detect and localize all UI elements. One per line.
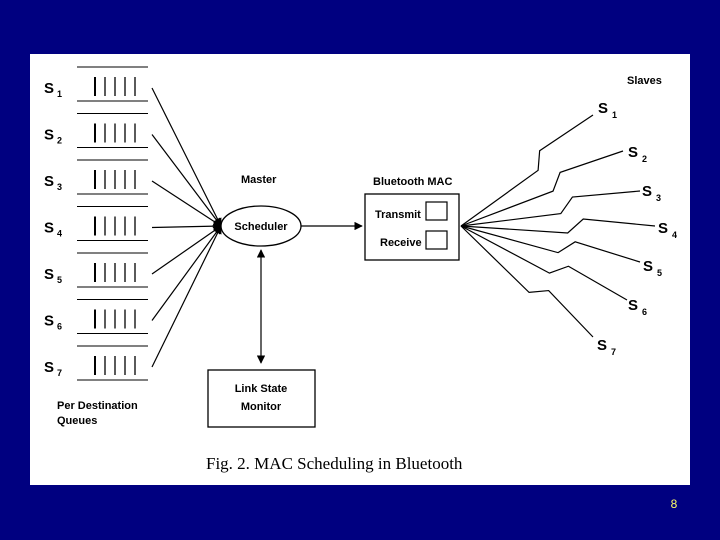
queue-label: S <box>44 266 54 283</box>
queue-label-index: 5 <box>57 275 62 285</box>
queues-label-line1: Per Destination <box>57 400 138 412</box>
receive-box <box>425 230 448 250</box>
slave-link-3 <box>460 190 641 227</box>
slave-link-6 <box>460 225 628 301</box>
slave-label: S <box>597 337 607 354</box>
slave-label: S <box>598 100 608 117</box>
queue-arrow <box>151 87 222 227</box>
monitor-label-line1: Link State <box>235 383 288 395</box>
slaves-label: Slaves <box>627 75 662 87</box>
queue-arrow <box>151 225 222 321</box>
slave-label: S <box>628 297 638 314</box>
transmit-box <box>425 201 448 221</box>
slave-label-index: 7 <box>611 347 616 357</box>
slave-link-1 <box>460 114 594 227</box>
slave-label-index: 5 <box>657 268 662 278</box>
slave-label-index: 6 <box>642 307 647 317</box>
slave-link-7 <box>460 225 594 338</box>
slave-label-index: 3 <box>656 193 661 203</box>
figure-caption: Fig. 2. MAC Scheduling in Bluetooth <box>206 454 463 473</box>
scheduler-label: Scheduler <box>234 221 288 233</box>
queue-arrows <box>151 87 222 368</box>
slave-label-index: 2 <box>642 154 647 164</box>
queue-label-index: 4 <box>57 229 62 239</box>
queue-label: S <box>44 359 54 376</box>
link-state-monitor-box <box>207 369 316 428</box>
queue-arrow <box>151 134 222 227</box>
slave-label-index: 1 <box>612 110 617 120</box>
slave-link-5 <box>460 225 641 263</box>
queues-label-line2: Queues <box>57 415 97 427</box>
slave-label: S <box>658 220 668 237</box>
queue-label: S <box>44 313 54 330</box>
queue-label-index: 3 <box>57 182 62 192</box>
slide-number: 8 <box>670 497 678 511</box>
slave-label: S <box>642 183 652 200</box>
queue-label-index: 1 <box>57 89 62 99</box>
monitor-label-line2: Monitor <box>241 401 282 413</box>
mac-title: Bluetooth MAC <box>373 176 452 188</box>
queue-arrow <box>151 225 222 275</box>
queue-label-index: 2 <box>57 136 62 146</box>
master-label: Master <box>241 174 277 186</box>
queue-arrow <box>151 225 222 368</box>
slave-link-4 <box>460 218 656 234</box>
slave-label-index: 4 <box>672 230 677 240</box>
queue-arrow <box>151 221 222 231</box>
queue-label: S <box>44 220 54 237</box>
transmit-label: Transmit <box>375 209 421 221</box>
slave-label: S <box>628 144 638 161</box>
queue-label: S <box>44 80 54 97</box>
slave-link-2 <box>460 150 624 227</box>
slave-label: S <box>643 258 653 275</box>
receive-label: Receive <box>380 237 422 249</box>
queue-label-index: 7 <box>57 368 62 378</box>
queue-label: S <box>44 173 54 190</box>
queue-label: S <box>44 127 54 144</box>
queue-label-index: 6 <box>57 322 62 332</box>
queue-arrow <box>151 180 222 227</box>
